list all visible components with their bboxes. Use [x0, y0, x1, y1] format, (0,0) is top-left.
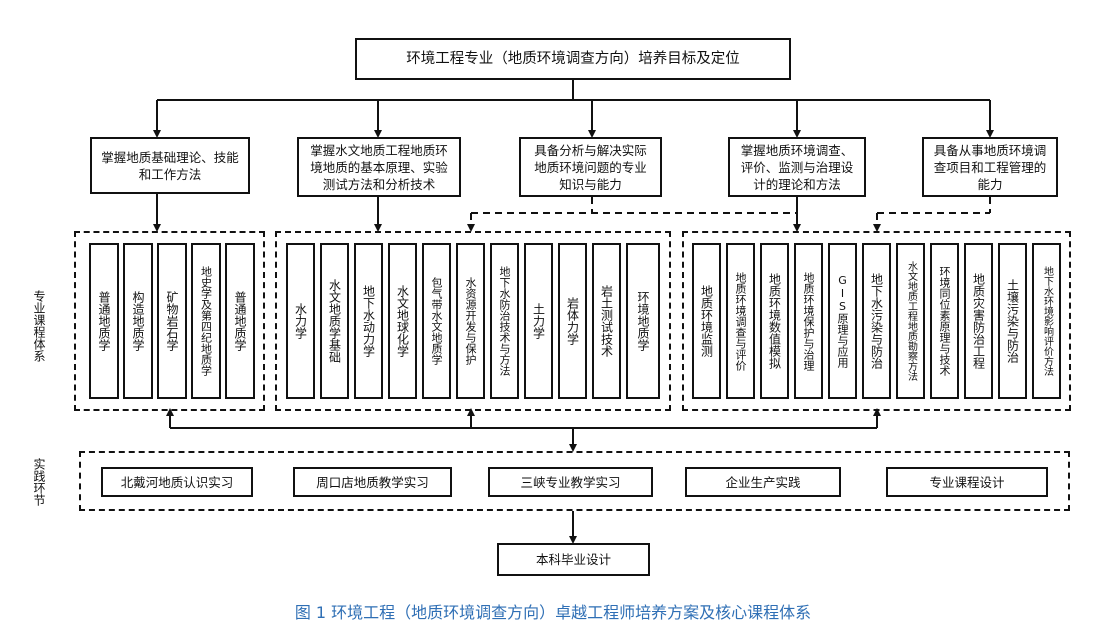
course-box: 环境同位素原理与技术: [930, 243, 959, 399]
course-box: 地质环境监测: [692, 243, 721, 399]
course-box: 岩土测试技术: [592, 243, 621, 399]
course-label: 构造地质学: [131, 291, 145, 351]
course-label: 水文地球化学: [395, 285, 410, 357]
final-project-box: 本科毕业设计: [497, 543, 650, 576]
course-box: 地下水环境影响评价方法: [1032, 243, 1061, 399]
course-box: GIS原理与应用: [828, 243, 857, 399]
course-box: 环境地质学: [626, 243, 660, 399]
practice-box: 专业课程设计: [886, 467, 1048, 497]
course-box: 地质灾害防治工程: [964, 243, 993, 399]
course-box: 地质环境调查与评价: [726, 243, 755, 399]
course-label: 土力学: [531, 303, 546, 339]
objective-5: 具备从事地质环境调查项目和工程管理的能力: [922, 137, 1058, 197]
course-group-3-frame: [682, 231, 1071, 411]
practice-box: 企业生产实践: [685, 467, 841, 497]
course-box: 水文地质学基础: [320, 243, 349, 399]
course-label: 水资源开发与保护: [464, 277, 477, 365]
course-box: 土壤污染与防治: [998, 243, 1027, 399]
side-label-courses: 专业课程体系: [32, 290, 46, 362]
side-label-practice: 实践环节: [32, 458, 46, 506]
course-box: 土力学: [524, 243, 553, 399]
objective-3: 具备分析与解决实际地质环境问题的专业知识与能力: [519, 137, 662, 197]
course-label: 地质环境监测: [699, 285, 714, 357]
figure-caption: 图 1 环境工程（地质环境调查方向）卓越工程师培养方案及核心课程体系: [294, 603, 812, 622]
course-label: 地下水环境影响评价方法: [1041, 266, 1053, 376]
course-label: 地质环境调查与评价: [734, 271, 747, 371]
course-label: 环境地质学: [636, 291, 650, 351]
course-box: 包气带水文地质学: [422, 243, 451, 399]
course-label: 地下水防治技术与方法: [498, 266, 511, 376]
course-label: 地下水动力学: [361, 285, 376, 357]
course-label: 地质灾害防治工程: [971, 273, 986, 369]
practice-box: 周口店地质教学实习: [293, 467, 452, 497]
course-label: 岩体力学: [565, 297, 580, 345]
course-box: 普通地质学: [225, 243, 255, 399]
course-label: 水文地质工程地质勘察方法: [905, 261, 917, 381]
course-box: 水文地球化学: [388, 243, 417, 399]
course-label: 水文地质学基础: [327, 279, 342, 363]
course-group-1-frame: [74, 231, 265, 411]
course-box: 构造地质学: [123, 243, 153, 399]
course-box: 矿物岩石学: [157, 243, 187, 399]
practice-box: 三峡专业教学实习: [488, 467, 653, 497]
course-box: 地下水防治技术与方法: [490, 243, 519, 399]
course-label: 地史学及第四纪地质学: [199, 266, 213, 376]
course-box: 普通地质学: [89, 243, 119, 399]
course-box: 岩体力学: [558, 243, 587, 399]
objective-1: 掌握地质基础理论、技能和工作方法: [90, 137, 250, 194]
course-box: 地史学及第四纪地质学: [191, 243, 221, 399]
course-box: 水力学: [286, 243, 315, 399]
course-label: 岩土测试技术: [599, 285, 614, 357]
course-box: 地下水动力学: [354, 243, 383, 399]
course-label: 地质环境数值模拟: [767, 273, 782, 369]
course-label: 地质环境保护与治理: [802, 271, 815, 371]
course-label: 水力学: [293, 303, 308, 339]
course-box: 地下水污染与防治: [862, 243, 891, 399]
course-box: 水资源开发与保护: [456, 243, 485, 399]
course-group-2-frame: [275, 231, 671, 411]
objective-2: 掌握水文地质工程地质环境地质的基本原理、实验测试方法和分析技术: [297, 137, 461, 197]
objective-4: 掌握地质环境调查、评价、监测与治理设计的理论和方法: [728, 137, 866, 197]
course-label: 土壤污染与防治: [1005, 279, 1020, 363]
course-label: 环境同位素原理与技术: [938, 266, 951, 376]
course-label: 包气带水文地质学: [430, 277, 443, 365]
course-label: 矿物岩石学: [165, 291, 179, 351]
course-label: 普通地质学: [233, 291, 247, 351]
practice-frame: [79, 451, 1070, 511]
course-box: 地质环境保护与治理: [794, 243, 823, 399]
course-box: 地质环境数值模拟: [760, 243, 789, 399]
course-label: 普通地质学: [97, 291, 111, 351]
diagram-title: 环境工程专业（地质环境调查方向）培养目标及定位: [355, 38, 791, 80]
course-box: 水文地质工程地质勘察方法: [896, 243, 925, 399]
course-label: 地下水污染与防治: [869, 273, 884, 369]
practice-box: 北戴河地质认识实习: [101, 467, 253, 497]
course-label: GIS原理与应用: [836, 274, 849, 368]
